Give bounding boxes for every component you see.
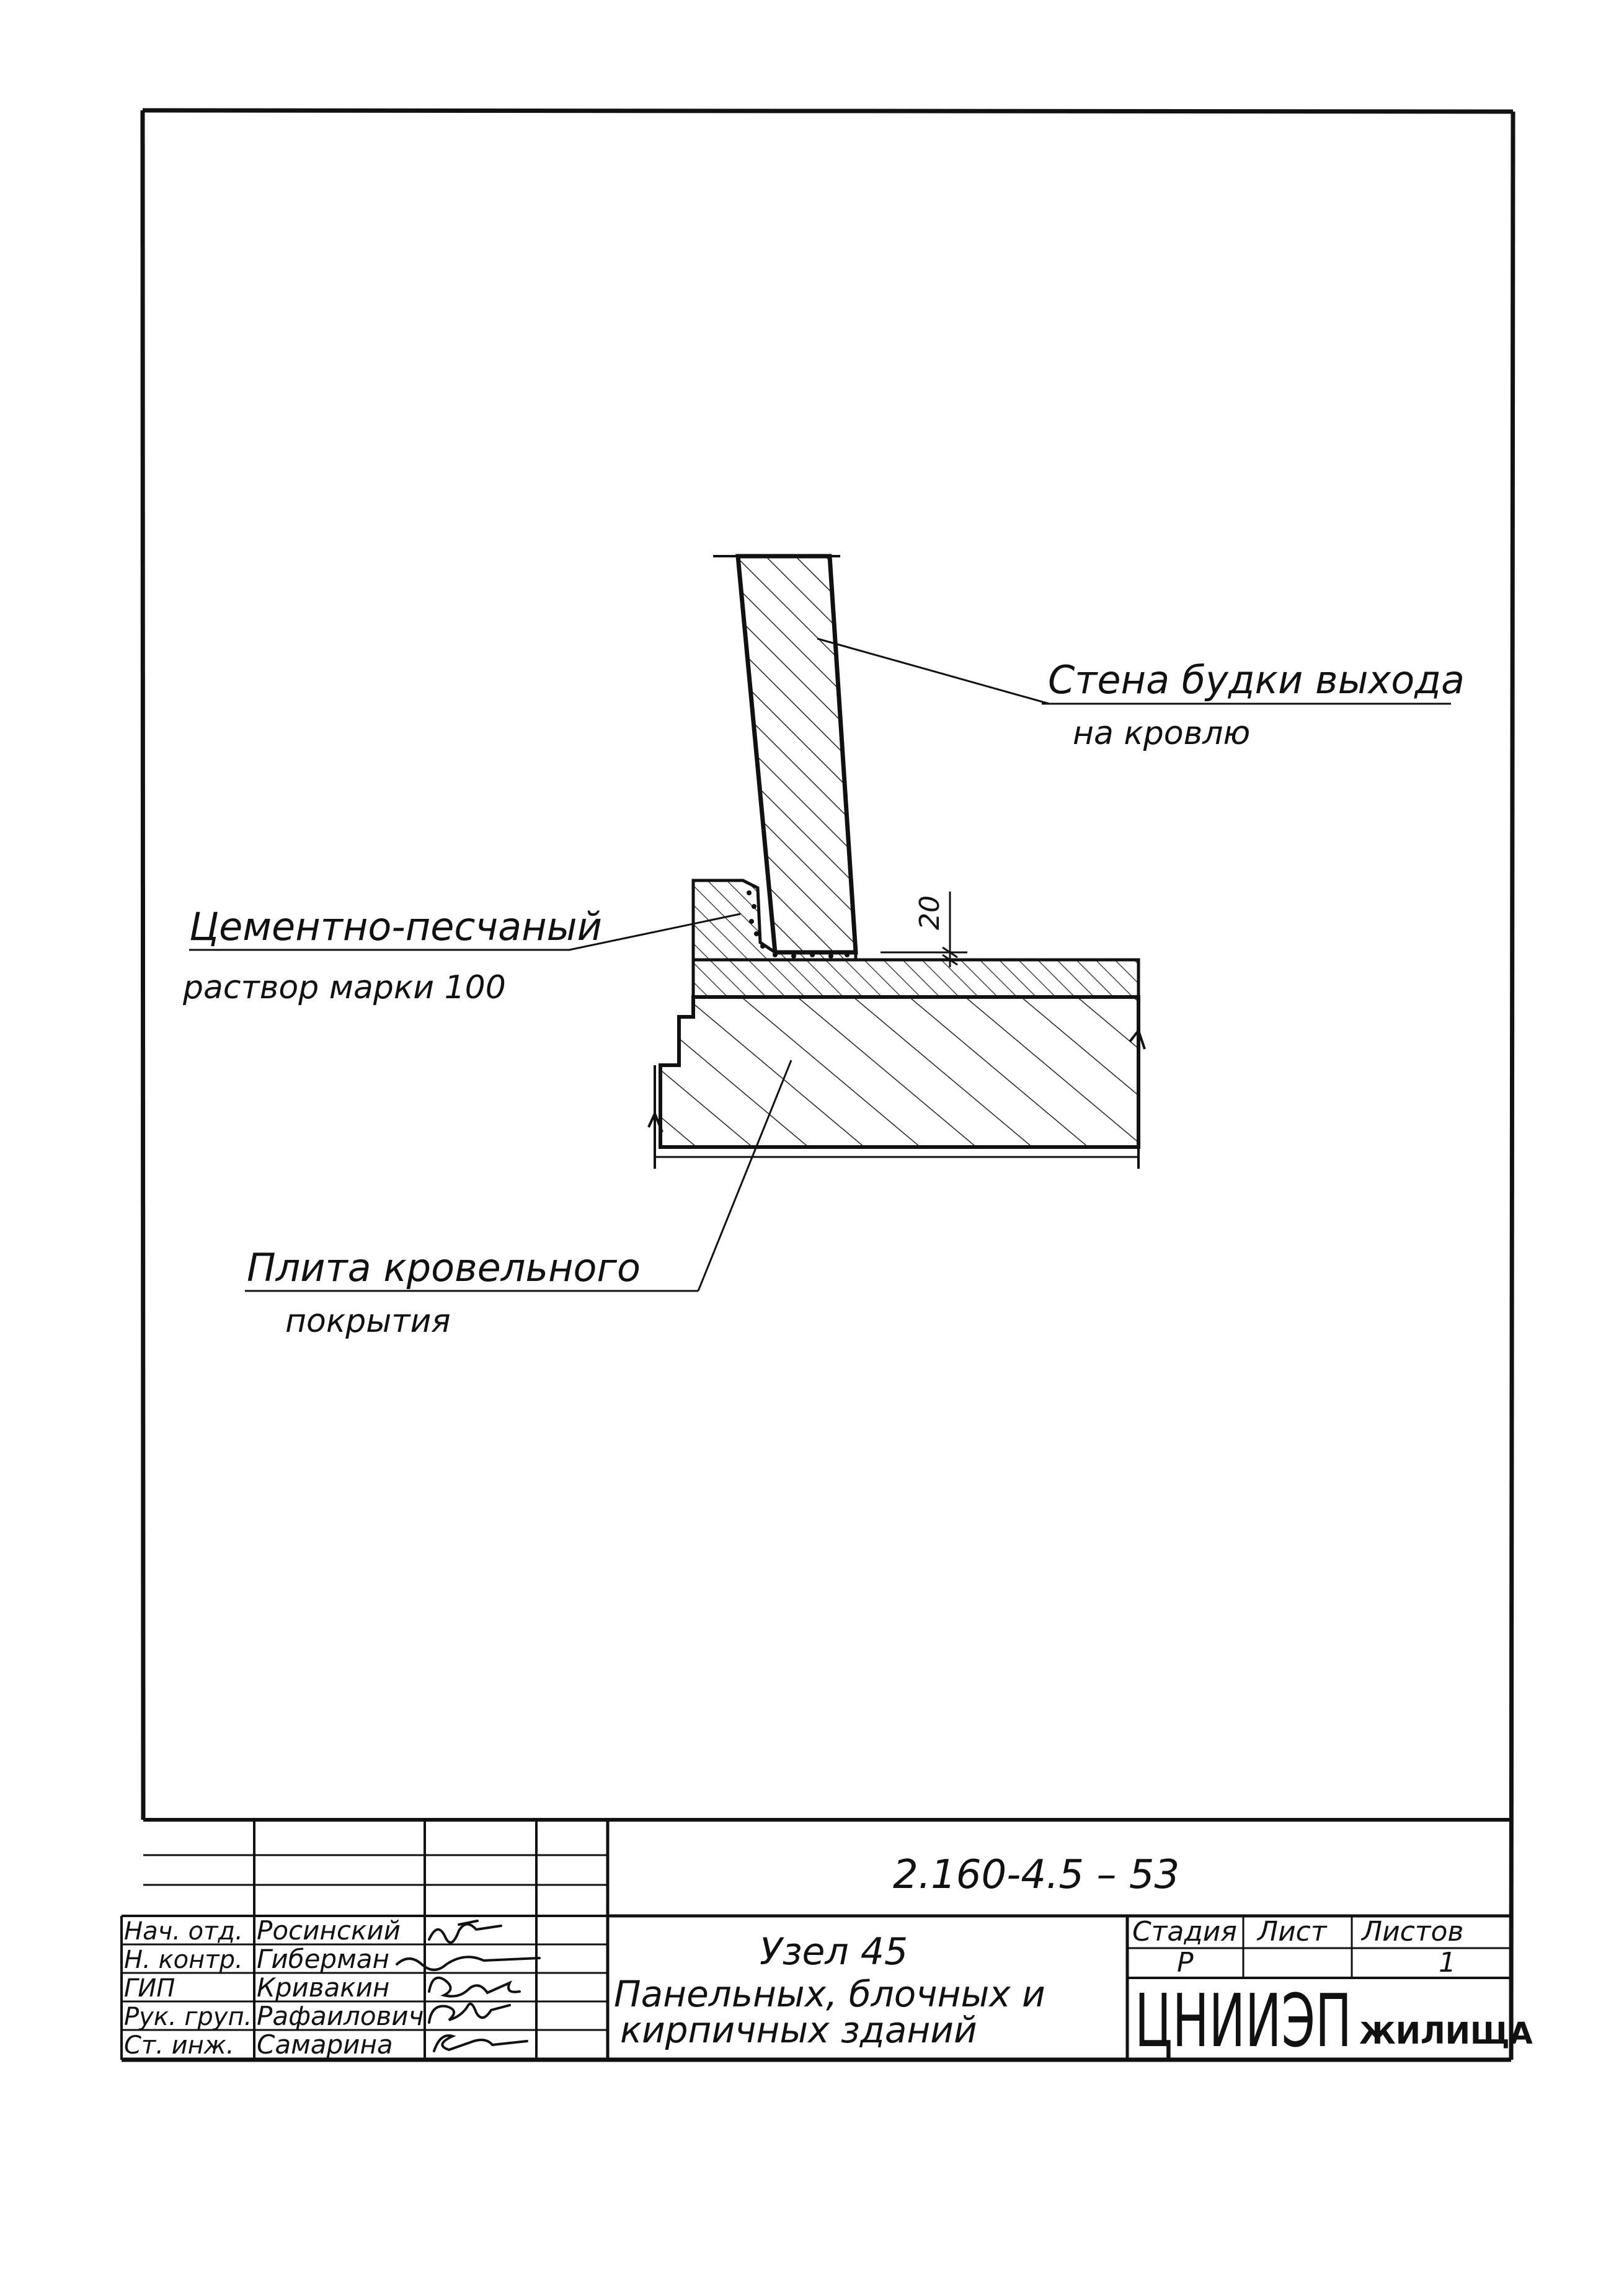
- staff-role: Нач. отд.: [124, 1917, 243, 1946]
- label-slab-line1: Плита кровельного: [247, 1245, 641, 1290]
- organization-main: ЦНИИЭП: [1135, 1978, 1352, 2063]
- title-block: [120, 1818, 1511, 2060]
- screed-layer: [691, 958, 1140, 999]
- label-wall-line2: на кровлю: [1073, 715, 1250, 752]
- break-tick-left: [647, 1110, 663, 1133]
- sheet-frame: [122, 108, 1515, 2062]
- mortar-joint: [747, 890, 850, 959]
- break-tick-right: [1129, 1027, 1146, 1050]
- label-mortar-line1: Цементно-песчаный: [189, 904, 602, 949]
- leader-lines: [189, 637, 1451, 1292]
- staff-role: Н. контр.: [124, 1946, 243, 1974]
- sheet-header: Лист: [1256, 1916, 1328, 1948]
- signature: [428, 2002, 511, 2024]
- stage-header: Стадия: [1132, 1916, 1237, 1948]
- signature: [428, 1976, 521, 1998]
- staff-role: Рук. груп.: [124, 2003, 252, 2031]
- staff-role: ГИП: [124, 1974, 175, 2003]
- signature: [396, 1956, 541, 1971]
- title-line1: Узел 45: [760, 1930, 908, 1974]
- label-mortar-line2: раствор марки 100: [182, 969, 506, 1006]
- staff-role: Ст. инж.: [124, 2031, 234, 2060]
- dimension-value: 20: [914, 895, 946, 930]
- sheets-header: Листов: [1360, 1916, 1463, 1948]
- staff-name: Кривакин: [257, 1972, 389, 2003]
- roof-slab: [659, 995, 1140, 1149]
- label-wall-line1: Стена будки выхода: [1048, 657, 1465, 702]
- signature: [428, 1920, 502, 1944]
- staff-name: Росинский: [257, 1915, 401, 1946]
- signatures: [396, 1920, 541, 2052]
- dimension-20: [881, 892, 967, 967]
- staff-table: Нач. отд. Росинский Н. контр. Гиберман Г…: [124, 1915, 424, 2060]
- title-line3: кирпичных зданий: [620, 2009, 977, 2051]
- staff-name: Самарина: [257, 2029, 393, 2060]
- staff-name: Рафаилович: [257, 2001, 424, 2031]
- document-code: 2.160-4.5 – 53: [893, 1852, 1179, 1898]
- sheets-value: 1: [1439, 1947, 1456, 1979]
- title-line2: Панельных, блочных и: [614, 1973, 1045, 2015]
- label-slab-line2: покрытия: [285, 1303, 451, 1340]
- structural-detail: 20: [647, 554, 1146, 1169]
- signature: [433, 2034, 528, 2052]
- staff-name: Гиберман: [257, 1944, 389, 1974]
- stage-value: Р: [1177, 1947, 1194, 1979]
- organization-sub: ЖИЛИЩА: [1359, 2016, 1533, 2051]
